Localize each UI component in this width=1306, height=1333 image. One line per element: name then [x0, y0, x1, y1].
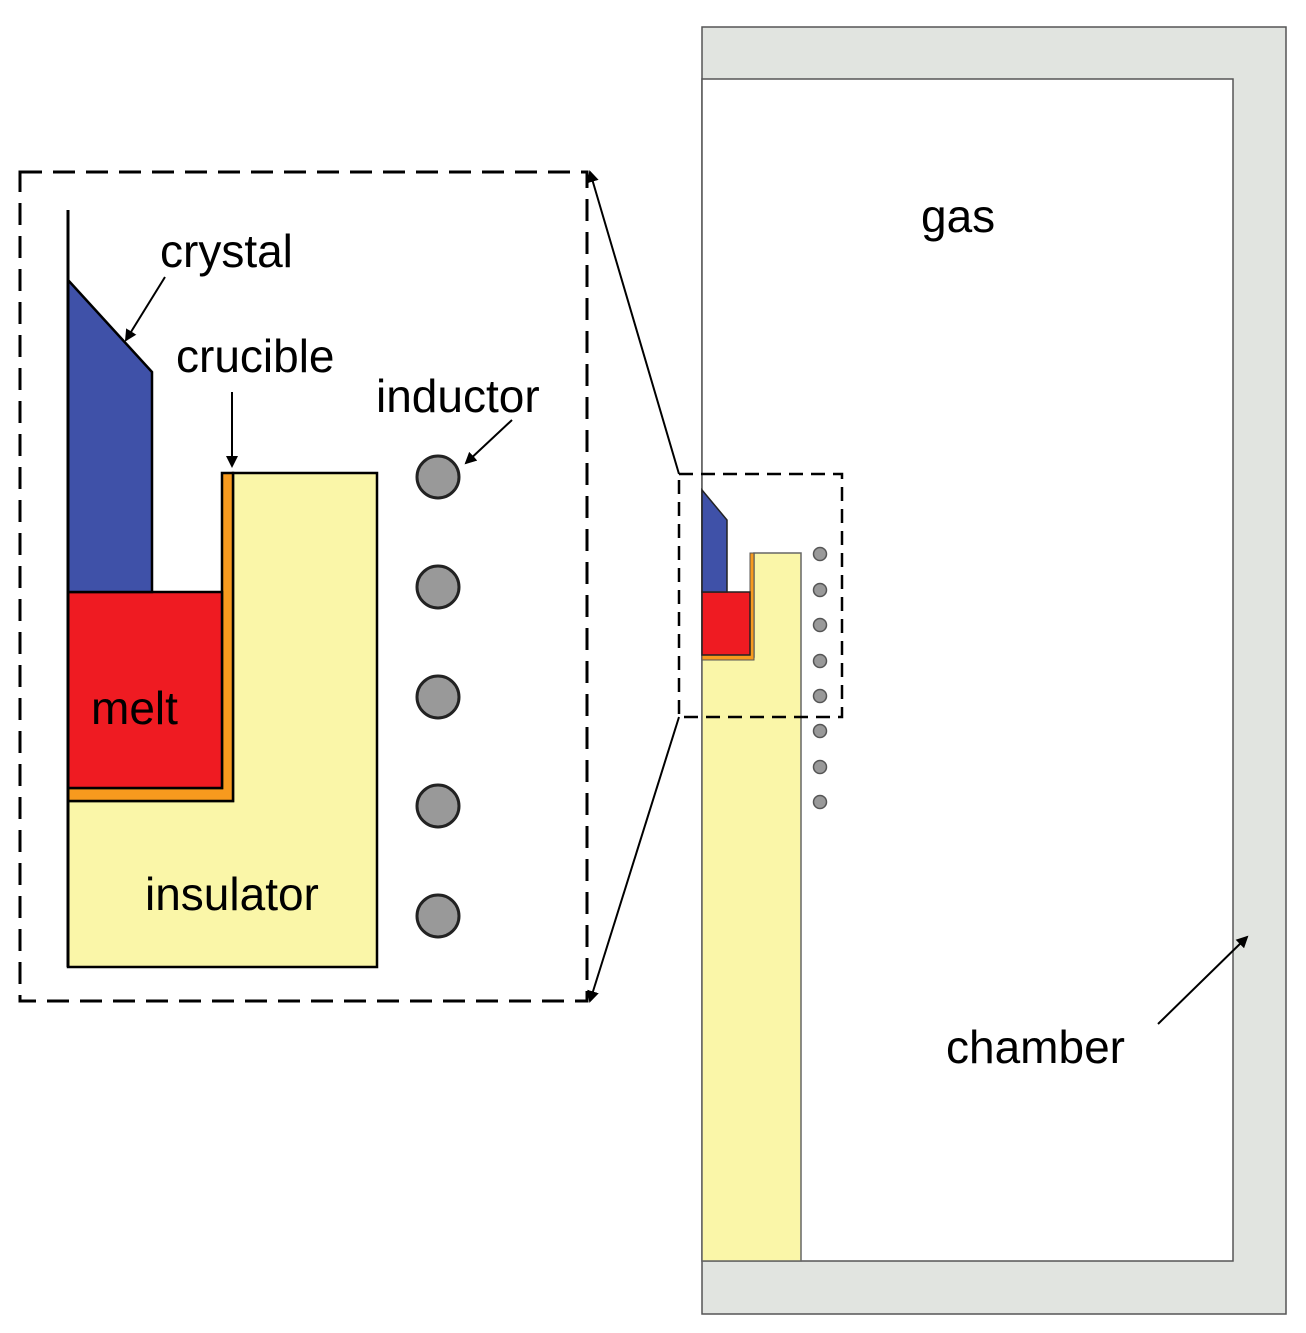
furnace-overview: gas chamber: [677, 26, 1287, 1315]
overview-crystal: [701, 487, 728, 593]
inductor-coil: [415, 674, 461, 720]
overview-melt: [701, 591, 751, 656]
crystal-label: crystal: [160, 225, 293, 277]
zoomed-detail: crystal crucible inductor melt insulator: [18, 170, 589, 1003]
overview-coil: [812, 582, 828, 598]
overview-coil: [812, 794, 828, 810]
inductor-pointer-arrow: [464, 419, 513, 465]
crystal: [66, 276, 154, 594]
zoom-connector-bottom: [587, 716, 680, 1003]
overview-coil: [812, 723, 828, 739]
crucible-label: crucible: [176, 330, 335, 382]
inductor-label: inductor: [376, 370, 540, 422]
inductor-coil: [415, 454, 461, 500]
zoom-region-box: [677, 472, 844, 719]
chamber-pointer-arrow: [1157, 935, 1249, 1025]
melt-label: melt: [91, 682, 178, 734]
overview-coil: [812, 546, 828, 562]
insulator-label: insulator: [145, 868, 319, 920]
overview-coil: [812, 759, 828, 775]
inductor-coil: [415, 783, 461, 829]
overview-coil: [812, 617, 828, 633]
inductor-coil: [415, 564, 461, 610]
zoom-detail-box: [18, 170, 589, 1003]
overview-coil: [812, 653, 828, 669]
inductor-coils: [415, 454, 461, 939]
chamber-label: chamber: [946, 1021, 1125, 1073]
inductor-coil: [415, 893, 461, 939]
overview-inductor-coils: [812, 546, 828, 810]
gas-label: gas: [921, 190, 995, 242]
overview-coil: [812, 688, 828, 704]
zoom-connector-top: [587, 170, 680, 475]
melt: [66, 590, 224, 790]
crystal-pointer-arrow: [124, 276, 166, 342]
